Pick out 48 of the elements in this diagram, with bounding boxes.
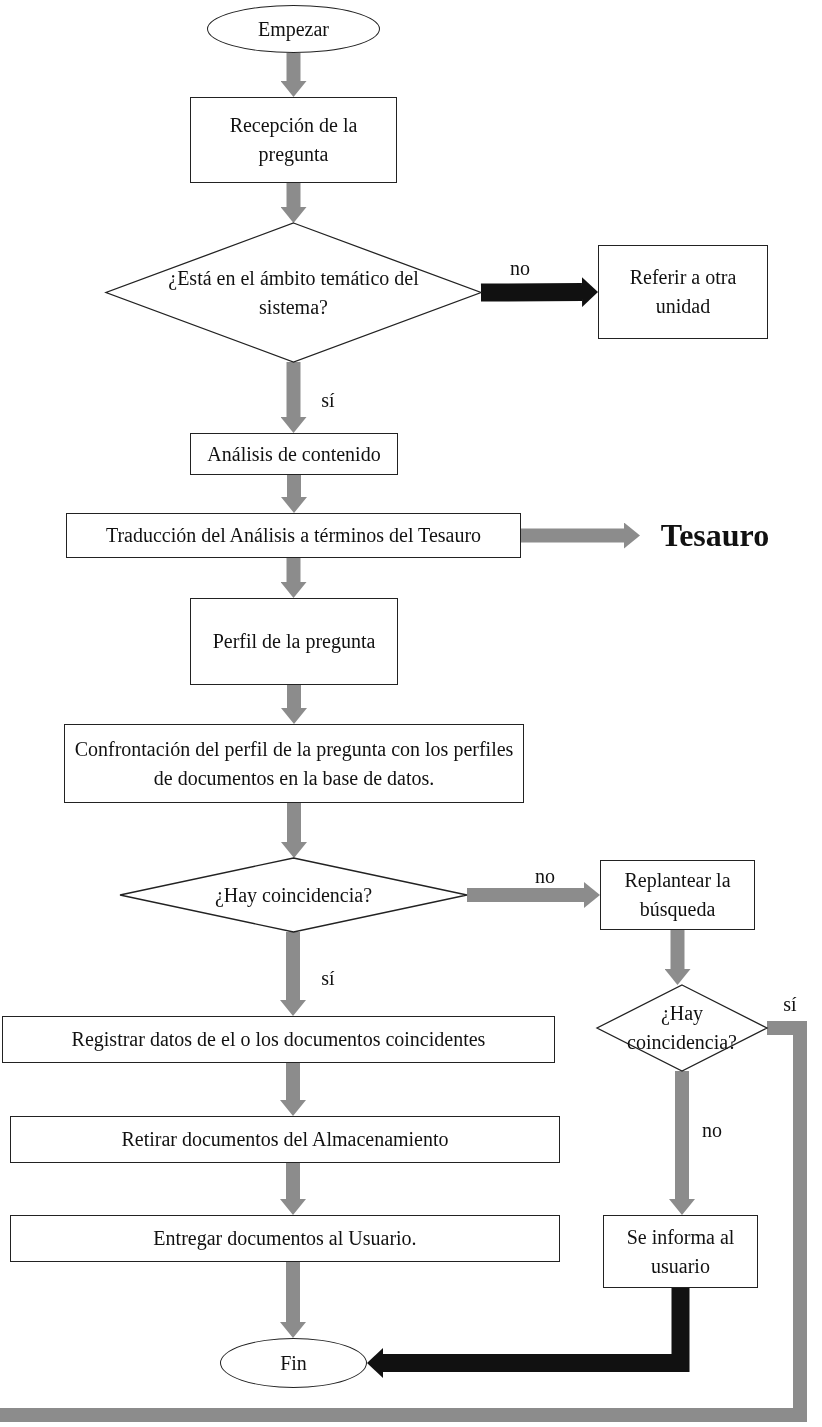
process-box [600, 860, 755, 930]
block-arrow [280, 1262, 306, 1338]
process-box [190, 598, 398, 685]
node-text: Traducción del Análisis a términos del Tesauro [105, 523, 482, 548]
node-text: Registrar datos de el o los documentos coincidentes [71, 1027, 486, 1053]
process-box [190, 433, 398, 475]
block-arrow [280, 1163, 306, 1215]
process-box [190, 97, 397, 183]
process-box [2, 1016, 555, 1063]
node-text: Fin [280, 1350, 307, 1376]
block-arrow [281, 475, 307, 513]
block-arrow [664, 930, 691, 985]
node-text: Replantear la búsqueda [623, 868, 732, 923]
block-arrow [669, 1071, 695, 1215]
node-text: Retirar documentos del Almacenamiento [121, 1127, 449, 1152]
block-arrow [281, 685, 307, 724]
node-text: Tesauro [660, 516, 770, 556]
process-box [598, 245, 768, 339]
node-text: Referir a otra unidad [628, 265, 738, 319]
node-text: Confrontación del perfil de la pregunta con los perfiles de documentos en la base de datos. [73, 736, 515, 791]
block-arrow [367, 1288, 690, 1378]
block-arrow [467, 882, 600, 908]
node-text: Perfil de la pregunta [212, 629, 376, 655]
process-box [66, 513, 521, 558]
node-text: Empezar [257, 16, 330, 43]
block-arrow [280, 183, 307, 223]
node-text: ¿Hay coincidencia? [626, 1001, 738, 1055]
block-arrow [280, 558, 307, 598]
block-arrow [480, 277, 598, 308]
node-text: Análisis de contenido [207, 441, 381, 467]
node-text: Recepción de la pregunta [228, 113, 359, 168]
node-text: Entregar documentos al Usuario. [153, 1226, 417, 1252]
node-text: Se informa al usuario [625, 1224, 736, 1279]
block-arrow [280, 53, 307, 97]
process-box [10, 1215, 560, 1262]
process-box [10, 1116, 560, 1163]
block-arrow [521, 522, 640, 549]
process-box [603, 1215, 758, 1288]
process-box [64, 724, 524, 803]
block-arrow [280, 932, 306, 1016]
decision-diamond [120, 858, 467, 932]
block-arrow [281, 803, 307, 858]
decision-diamond [597, 985, 767, 1071]
node-text: ¿Hay coincidencia? [214, 882, 373, 909]
node-text: ¿Está en el ámbito temático del sistema? [167, 265, 420, 320]
block-arrow [280, 1063, 306, 1116]
decision-diamond [106, 223, 481, 362]
block-arrow [280, 362, 307, 433]
